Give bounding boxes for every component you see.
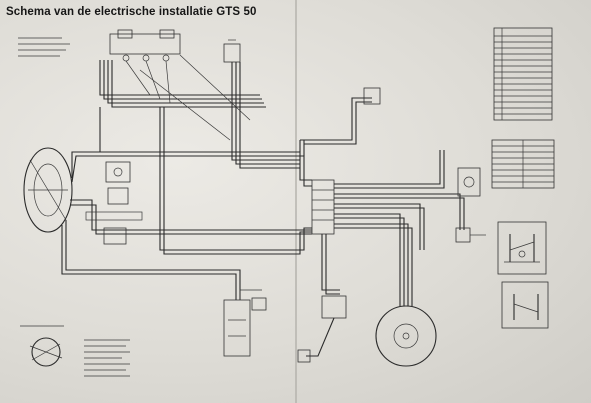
flywheel-magneto [375,300,437,367]
headlight [23,147,73,233]
upper-harness [99,54,300,169]
horn [29,337,63,367]
diagram-title: Schema van de electrische installatie GT… [6,6,257,18]
ignition-coil [297,295,347,363]
main-harness-center [290,97,465,300]
connector-block [311,179,335,235]
ignition-switch [85,161,143,245]
color-code-table [491,139,555,189]
handlebar-switch [109,29,181,62]
switch-position-diagram [497,221,547,275]
bottom-left-notes [20,325,130,377]
indicator-unit [457,167,481,197]
main-harness-left [61,107,290,300]
horn-switch [223,39,241,63]
lower-left-components [223,289,267,357]
brake-light-switch [363,87,381,105]
rear-light [455,227,486,243]
brake-switch-detail [501,281,549,329]
parts-legend-table [493,27,553,121]
top-left-note [18,37,70,57]
